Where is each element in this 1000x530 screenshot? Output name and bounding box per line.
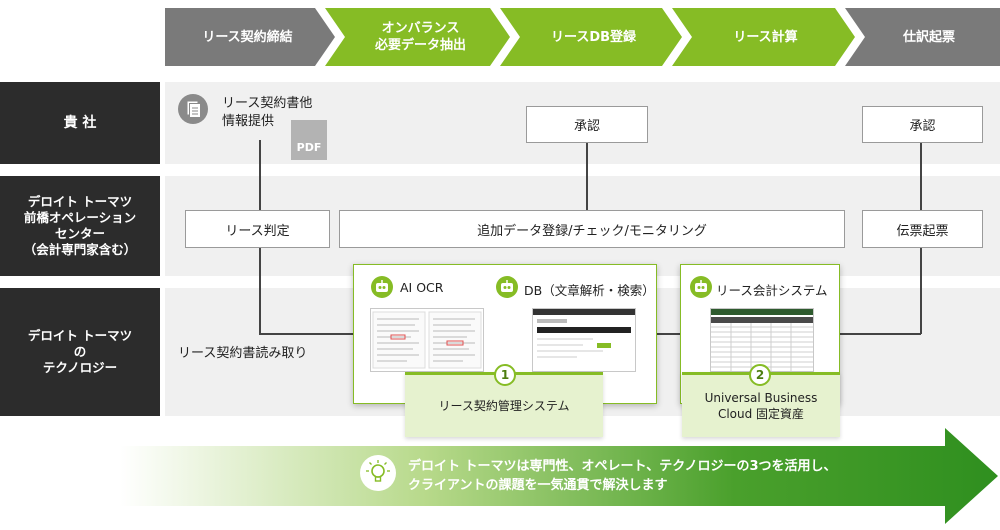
connector-approve-2	[920, 140, 922, 210]
connector-voucher-down	[920, 246, 922, 334]
row-label-company: 貴 社	[0, 82, 160, 164]
footer-arrow	[120, 428, 998, 524]
lease-system-screenshot	[710, 308, 814, 372]
universal-business-cloud: Universal Business Cloud 固定資産	[682, 372, 840, 437]
approve-box-1: 承認	[526, 106, 648, 143]
lease-system-label: リース会計システム	[716, 283, 828, 298]
step-2: オンバランス 必要データ抽出	[374, 21, 466, 53]
step-shape-4	[672, 8, 855, 66]
robot-icon-lease-system	[690, 276, 712, 298]
row-label-technology: デロイト トーマツ の テクノロジー	[0, 288, 160, 416]
document-icon	[178, 94, 208, 124]
pdf-icon: PDF	[291, 120, 327, 160]
lease-judgment-box: リース判定	[185, 210, 330, 248]
ocr-screenshot	[370, 308, 484, 372]
read-contract-text: リース契約書読み取り	[178, 346, 308, 361]
step-shape-5	[845, 8, 1000, 66]
step-4: リース計算	[733, 29, 798, 45]
robot-icon-ocr	[371, 276, 393, 298]
step-5: 仕訳起票	[902, 29, 955, 45]
voucher-box: 伝票起票	[862, 210, 983, 248]
data-registration-box: 追加データ登録/チェック/モニタリング	[339, 210, 845, 248]
connector-approve-1	[586, 140, 588, 210]
connector-judgment-down	[259, 246, 261, 334]
step-shape-1	[165, 8, 335, 66]
ai-ocr-label: AI OCR	[400, 280, 444, 295]
connector-system-to-voucher	[839, 333, 921, 335]
badge-1: 1	[494, 364, 516, 386]
db-screenshot	[532, 308, 636, 372]
connector-to-ocr	[259, 333, 354, 335]
badge-2: 2	[749, 364, 771, 386]
footer-message: デロイト トーマツは専門性、オペレート、テクノロジーの3つを活用し、 クライアン…	[408, 459, 837, 493]
process-chevrons	[165, 8, 1000, 66]
approve-box-2: 承認	[862, 106, 983, 143]
step-shape-2	[325, 8, 510, 66]
step-3: リースDB登録	[550, 29, 637, 45]
robot-icon-db	[496, 276, 518, 298]
row-label-operation-center: デロイト トーマツ 前橋オペレーション センター （会計専門家含む）	[0, 176, 160, 276]
doc-provision-text: リース契約書他 情報提供	[222, 96, 313, 129]
connector-doc-to-judgment	[259, 140, 261, 210]
connector-system-link	[655, 333, 681, 335]
lightbulb-icon	[360, 455, 396, 491]
step-1: リース契約締結	[202, 29, 293, 45]
step-shape-3	[500, 8, 682, 66]
db-label: DB（文章解析・検索）	[524, 283, 655, 298]
